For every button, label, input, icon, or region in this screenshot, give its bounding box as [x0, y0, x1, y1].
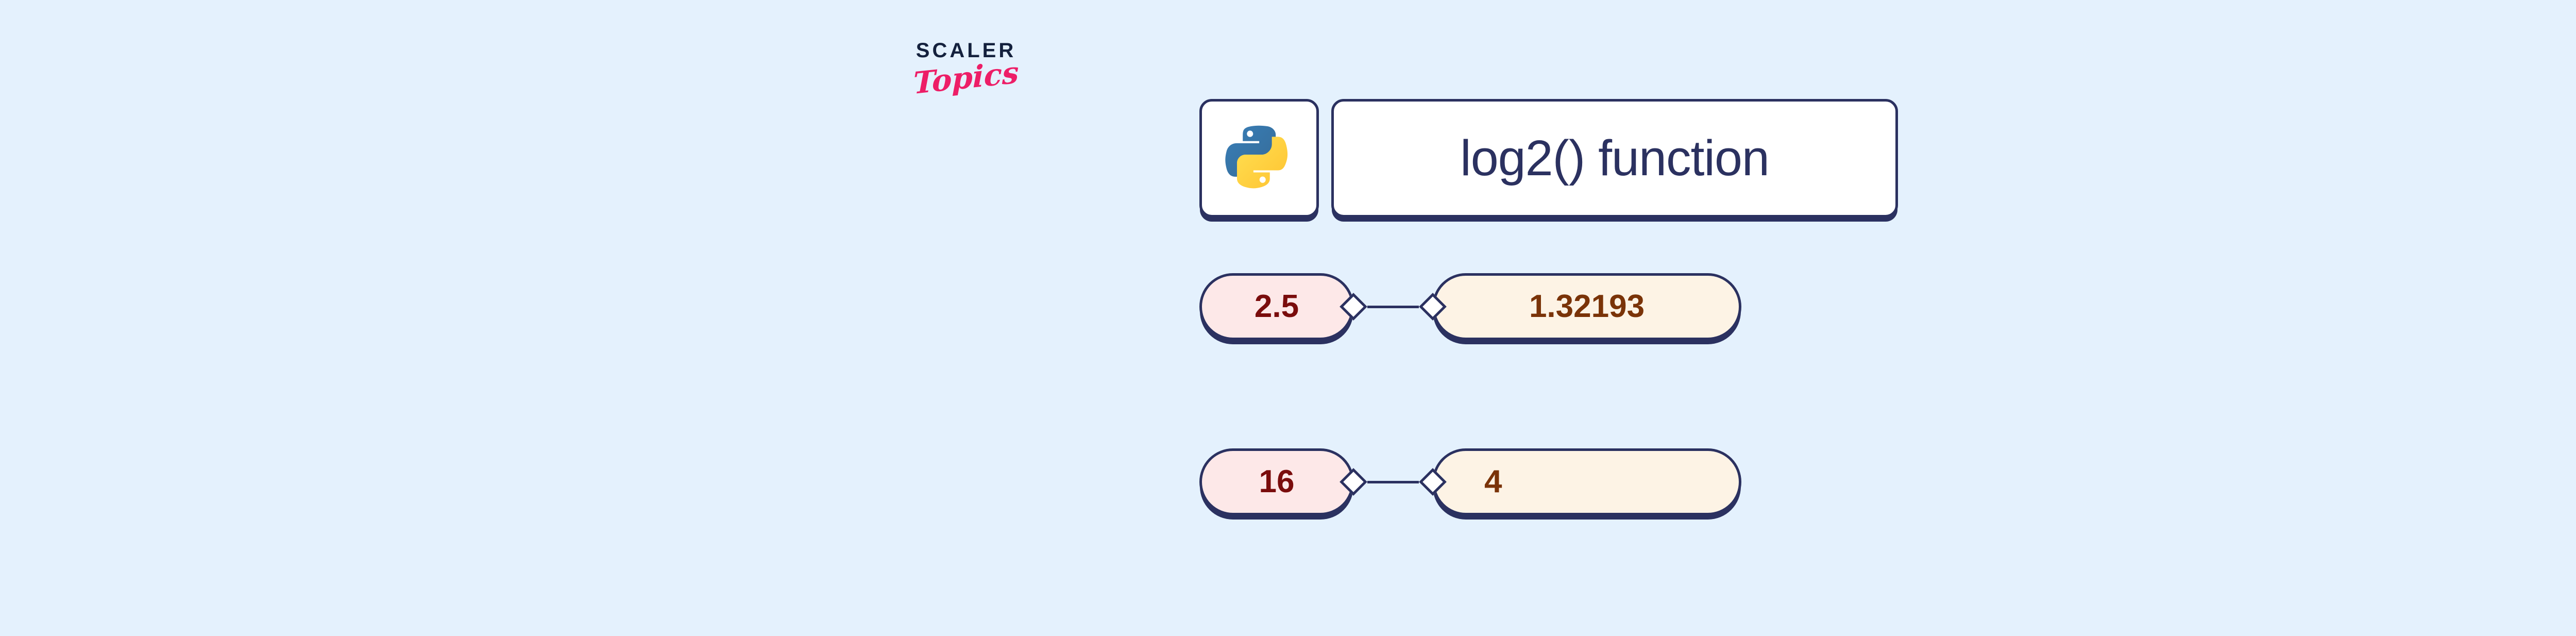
input-value: 16 [1259, 464, 1295, 499]
connector [1340, 466, 1447, 497]
output-value: 1.32193 [1529, 289, 1645, 324]
brand-name-scaler: SCALER [916, 39, 1016, 62]
function-title-card: log2() function [1331, 99, 1898, 217]
example-row: 2.5 1.32193 [1199, 273, 1741, 340]
input-value: 2.5 [1254, 289, 1299, 324]
connector-line [1367, 480, 1419, 483]
page-title: log2() function [1460, 130, 1770, 186]
scaler-topics-logo: SCALER Topics [894, 40, 1038, 128]
brand-name-topics: Topics [913, 55, 1019, 101]
connector-line [1367, 305, 1419, 308]
connector [1340, 291, 1447, 322]
input-pill: 16 [1199, 448, 1354, 515]
example-row: 16 4 [1199, 448, 1741, 515]
python-logo-icon [1225, 125, 1288, 189]
output-pill: 1.32193 [1432, 273, 1741, 340]
output-pill: 4 [1432, 448, 1741, 515]
python-logo-card [1199, 99, 1319, 217]
output-value: 4 [1484, 464, 1502, 499]
input-pill: 2.5 [1199, 273, 1354, 340]
header-row: log2() function [1199, 99, 1898, 217]
